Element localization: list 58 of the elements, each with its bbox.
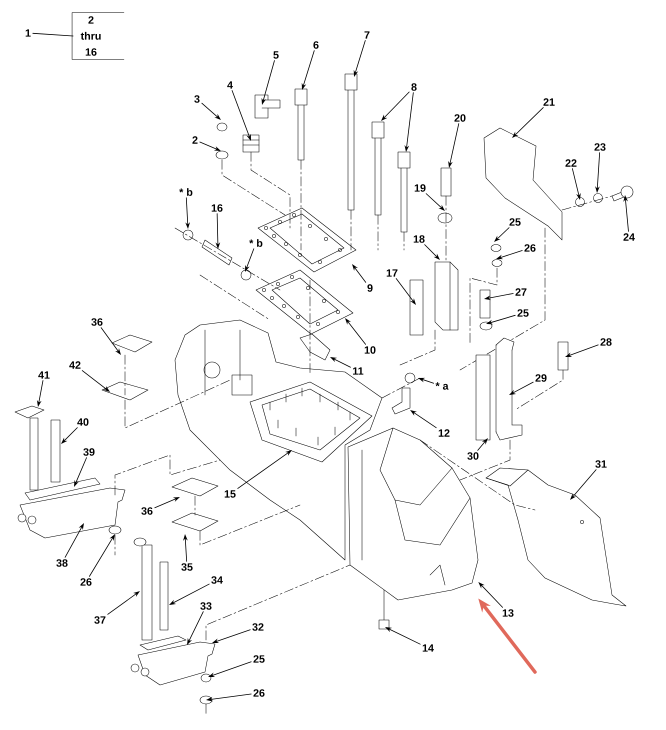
callout-number: 8 (411, 83, 417, 91)
callout-number: 14 (422, 644, 434, 652)
callout-number: 24 (623, 233, 635, 241)
callout-arrow (381, 92, 410, 121)
housing-drawing (348, 428, 478, 600)
callout-number: 21 (543, 98, 555, 106)
callout-number: 6 (313, 41, 319, 49)
callout-number: 41 (38, 371, 50, 379)
callout-number: 2 (192, 136, 198, 144)
callout-number: 39 (83, 448, 95, 456)
callout-number: 35 (181, 563, 193, 571)
callout-number: * b (249, 239, 262, 247)
callout-number: 32 (252, 623, 264, 631)
callout-number: 25 (253, 655, 265, 663)
callout-number: 38 (56, 559, 68, 567)
callout-number: 16 (212, 204, 223, 212)
callout-number: 33 (200, 602, 212, 610)
callout-number: 26 (253, 689, 265, 697)
callout-number: 40 (77, 418, 88, 426)
callout-number: 9 (367, 284, 373, 292)
callout-number: 13 (502, 609, 514, 617)
callout-number: 26 (524, 244, 536, 252)
callout-arrow (61, 427, 78, 444)
callout-number: 3 (194, 95, 200, 103)
callout-number: 15 (224, 490, 236, 498)
callout-number: 25 (517, 309, 529, 317)
callout-number: 37 (94, 616, 106, 624)
callout-number: 22 (565, 159, 576, 167)
callout-number: 17 (386, 269, 398, 277)
callout-number: 20 (454, 114, 466, 122)
callout-number: 23 (594, 143, 606, 151)
callout-number: 5 (273, 51, 279, 59)
leader-line (32, 32, 74, 36)
callout-arrow (424, 244, 440, 260)
callout-number: 36 (141, 507, 153, 515)
callout-number: 25 (509, 218, 521, 226)
callout-number: 4 (227, 81, 233, 89)
callout-number: 29 (535, 374, 547, 382)
callout-number: 31 (595, 460, 607, 468)
callout-number: 18 (414, 235, 425, 243)
callout-number: 10 (364, 346, 376, 354)
callout-number: 7 (364, 31, 370, 39)
callout-number: 1 (26, 29, 31, 37)
callout-number: 26 (80, 578, 92, 586)
callout-number: 11 (353, 367, 364, 375)
callout-arrow (512, 107, 544, 138)
callout-number: 30 (467, 452, 478, 460)
callout-number: 36 (91, 318, 103, 326)
callout-number: 12 (438, 429, 450, 437)
callout-number: 27 (515, 288, 526, 296)
callout-number: 42 (69, 361, 80, 369)
callout-number: 19 (414, 184, 426, 192)
callout-number: 28 (600, 338, 612, 346)
callout-number: * b (179, 188, 192, 196)
callout-number: * a (436, 382, 449, 390)
callout-number: 34 (211, 576, 223, 584)
bracket-box: 2 thru 16 (72, 12, 124, 60)
callout-arrow (426, 193, 445, 211)
